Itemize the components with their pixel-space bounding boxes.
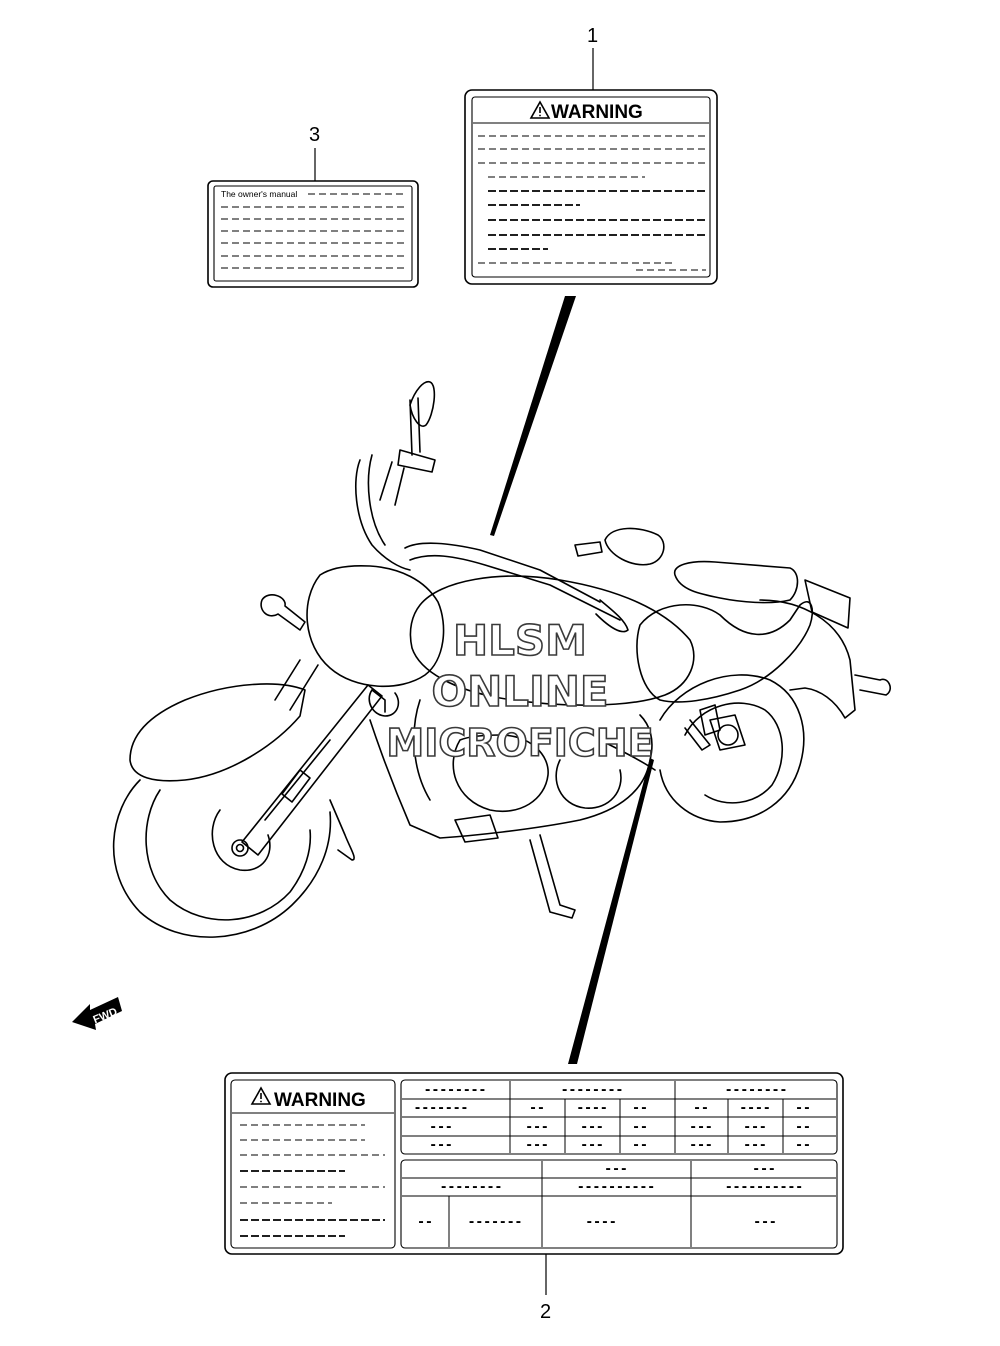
- watermark-line-2: ONLINE: [431, 667, 608, 716]
- top-table-header-cell: --------: [561, 1083, 624, 1098]
- label-2-table-cells: ----------------------------------------…: [414, 1083, 811, 1230]
- top-table-cell: ---: [743, 1138, 766, 1153]
- bottom-table-subheader-cell: ----------: [725, 1180, 803, 1195]
- top-table-cell: --: [795, 1120, 811, 1135]
- top-table-cell: ----: [576, 1101, 607, 1116]
- top-table-cell: ---: [689, 1120, 712, 1135]
- watermark-line-1: HLSM: [453, 616, 587, 665]
- bottom-table-cell: -------: [468, 1215, 523, 1230]
- warning-triangle-icon: [529, 100, 551, 119]
- top-table-cell: --: [693, 1101, 709, 1116]
- top-table-cell: ---: [689, 1138, 712, 1153]
- top-table-cell: --: [795, 1101, 811, 1116]
- rear-fender: [759, 599, 856, 719]
- top-table-header-cell: --------: [725, 1083, 788, 1098]
- callout-3: 3: [309, 124, 320, 146]
- rear-wheel: [659, 674, 805, 823]
- bottom-table-subheader-cell: --------: [440, 1180, 503, 1195]
- label-2-warning-tire-sticker: 2 WARNING: [224, 1072, 844, 1323]
- top-table-cell: ---: [743, 1120, 766, 1135]
- bottom-table-cell: ---: [753, 1215, 776, 1230]
- leader-lines: [490, 296, 654, 1064]
- bottom-table-cell: --: [417, 1215, 433, 1230]
- tire-size-table: [400, 1159, 838, 1249]
- watermark: HLSM ONLINE MICROFICHE: [386, 615, 655, 766]
- front-fender: [129, 683, 306, 782]
- top-table-cell: ----: [739, 1101, 770, 1116]
- warning-triangle-icon: [250, 1086, 272, 1105]
- label-3-heading: The owner's manual: [221, 189, 297, 199]
- fwd-arrow-icon: FWD: [72, 997, 122, 1030]
- label-2-heading: WARNING: [274, 1090, 366, 1111]
- top-table-cell: -------: [414, 1101, 469, 1116]
- top-table-cell: ---: [429, 1120, 452, 1135]
- top-table-cell: ---: [525, 1138, 548, 1153]
- label-1-heading: WARNING: [551, 102, 643, 123]
- tire-pressure-table: [400, 1079, 838, 1155]
- motorcycle-illustration: [112, 381, 891, 938]
- label-1-warning-sticker: 1 WARNING: [464, 25, 718, 285]
- top-table-cell: --: [632, 1120, 648, 1135]
- headlight: [306, 564, 445, 688]
- engine: [369, 699, 721, 919]
- front-fork: [241, 659, 383, 856]
- top-table-cell: --: [632, 1138, 648, 1153]
- seat: [636, 601, 814, 703]
- bottom-table-subheader-cell: ----------: [577, 1180, 655, 1195]
- top-table-cell: --: [795, 1138, 811, 1153]
- top-table-cell: --: [529, 1101, 545, 1116]
- top-table-header-cell: --------: [424, 1083, 487, 1098]
- top-table-cell: --: [632, 1101, 648, 1116]
- bottom-table-cell: ----: [585, 1215, 616, 1230]
- top-table-cell: ---: [580, 1138, 603, 1153]
- callout-1: 1: [587, 25, 598, 47]
- front-wheel: [112, 779, 332, 938]
- top-table-cell: ---: [525, 1120, 548, 1135]
- callout-2: 2: [540, 1301, 551, 1323]
- fuel-tank: [409, 575, 695, 706]
- bottom-table-header-cell: ---: [752, 1162, 775, 1177]
- bottom-table-header-cell: ---: [604, 1162, 627, 1177]
- top-table-cell: ---: [429, 1138, 452, 1153]
- watermark-line-3: MICROFICHE: [386, 721, 653, 765]
- top-table-cell: ---: [580, 1120, 603, 1135]
- label-3-owners-manual-sticker: 3 The owner's manual: [207, 124, 419, 288]
- handlebar: [355, 381, 665, 633]
